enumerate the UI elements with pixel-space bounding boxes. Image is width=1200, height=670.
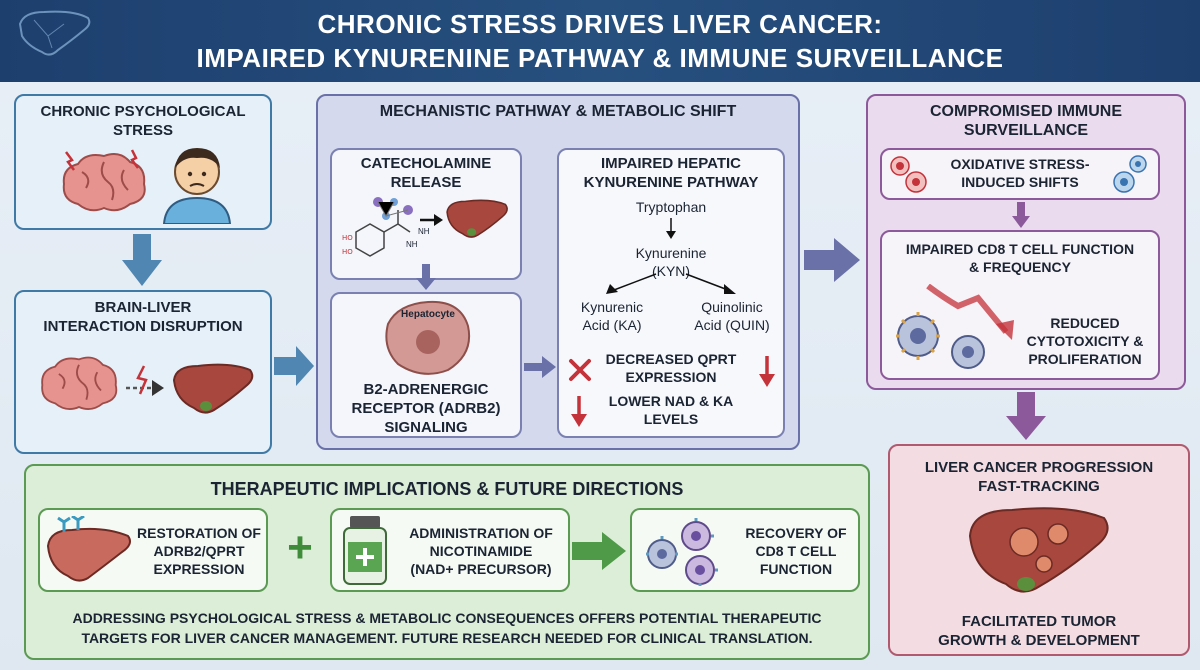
kynurenine-label: Kynurenine(KYN) (635, 245, 707, 279)
therapeutic-footer: ADDRESSING PSYCHOLOGICAL STRESS & METABO… (72, 610, 822, 646)
liver-icon (172, 363, 254, 414)
title-banner: CHRONIC STRESS DRIVES LIVER CANCER: IMPA… (0, 0, 1200, 82)
decrease-arrow-icon-2 (571, 396, 587, 427)
title-line-2: IMPAIRED KYNURENINE PATHWAY & IMMUNE SUR… (196, 43, 1004, 73)
hepatocyte-cell-icon (385, 300, 470, 375)
oxidative-box (880, 148, 1160, 200)
medicine-bottle-icon (343, 516, 387, 585)
hepatocyte-label: Hepatocyte (401, 309, 455, 320)
catecholamine-molecule-icon: HO HO (342, 197, 413, 257)
cd8-title: IMPAIRED CD8 T CELL FUNCTION& FREQUENCY (905, 241, 1135, 275)
oxidative-title: OXIDATIVE STRESS-INDUCED SHIFTS (950, 156, 1090, 190)
arrow-down-small-icon-3 (1012, 202, 1030, 228)
arrow-down-thin-icon (666, 218, 676, 239)
arrow-right-small-icon (420, 214, 443, 226)
therapeutic-title: THERAPEUTIC IMPLICATIONS & FUTURE DIRECT… (210, 479, 684, 499)
arrow-right-large-icon (804, 238, 860, 282)
pathway-branch-arrows (606, 273, 736, 294)
arrow-down-large-icon (1006, 392, 1046, 440)
chronic-stress-box (14, 94, 272, 230)
disrupted-signal-icon (126, 365, 164, 396)
arrow-right-green-icon (572, 532, 626, 570)
liver-logo-icon (18, 10, 91, 56)
arrow-down-small-icon (416, 264, 436, 290)
arrow-right-icon (274, 346, 314, 386)
tryptophan-label: Tryptophan (635, 199, 707, 215)
brain-icon (41, 356, 118, 410)
decrease-arrow-icon (759, 356, 775, 387)
cross-x-icon (569, 359, 591, 381)
plus-sign: + (287, 523, 313, 572)
t-cells-icon (896, 284, 1014, 369)
blue-cells-icon (1113, 155, 1147, 193)
arrow-down-icon (122, 234, 162, 286)
stressed-brain-icon (62, 149, 146, 212)
svg-text:HO: HO (342, 234, 353, 242)
arrow-right-small-icon-2 (524, 356, 556, 378)
title-line-1: CHRONIC STRESS DRIVES LIVER CANCER: (317, 9, 883, 39)
kynurenine-box (557, 148, 785, 438)
mechanism-title: MECHANISTIC PATHWAY & METABOLIC SHIFT (379, 103, 737, 120)
recovered-t-cells-icon (646, 518, 718, 586)
oxidative-cells-icon (890, 156, 927, 193)
stressed-person-icon (162, 148, 232, 224)
nh2-label-bottom: NH (406, 240, 418, 249)
tumor-liver-icon (968, 507, 1109, 593)
liver-target-icon (446, 199, 508, 238)
nh2-label-top: NH (418, 227, 430, 236)
svg-text:HO: HO (342, 248, 353, 256)
receptor-liver-icon (46, 516, 131, 582)
